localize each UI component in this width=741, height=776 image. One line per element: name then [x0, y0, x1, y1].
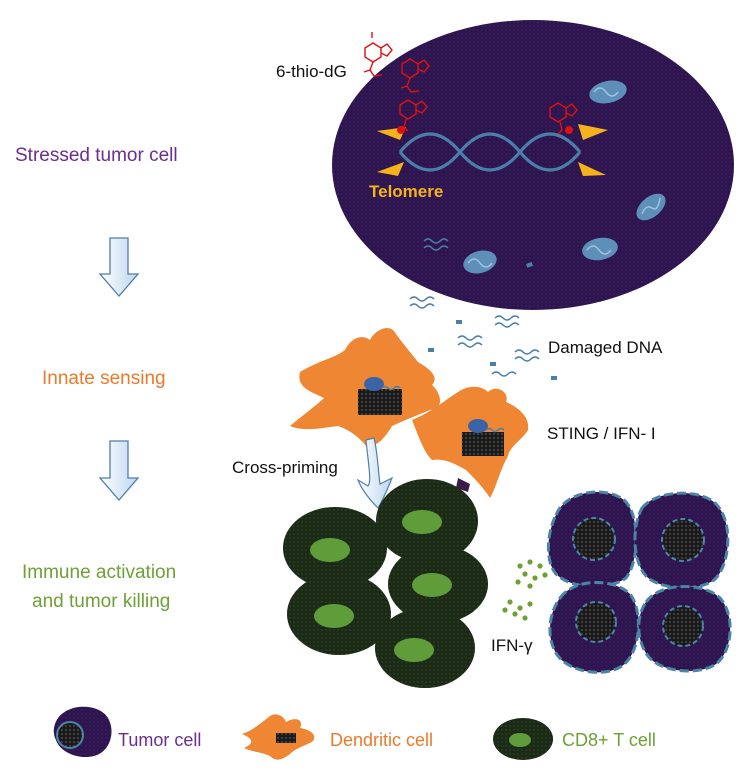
tumor-cell: [548, 581, 640, 674]
label-6-thio-dg: 6-thio-dG: [276, 62, 347, 81]
stressed-tumor-cell: [332, 20, 734, 310]
6-thio-dg-molecule: [400, 58, 430, 93]
legend-tumor-icon: [53, 706, 112, 758]
telomere-cap: [578, 124, 608, 140]
legend-dendritic-icon: [242, 714, 315, 760]
cell-contact: [456, 478, 470, 492]
legend-tcell-icon: [493, 718, 553, 760]
flow-arrow-1: [98, 237, 140, 297]
cross-priming-arrow: [356, 437, 394, 509]
telomere-cap: [578, 162, 606, 176]
cd8-t-cell: [283, 507, 387, 589]
dna-fragment: [428, 348, 434, 352]
legend-dendritic-label: Dendritic cell: [330, 730, 434, 750]
released-dna-fragments: [409, 296, 540, 377]
label-telomere: Telomere: [369, 182, 444, 201]
dna-fragment: [456, 320, 462, 324]
6-thio-dg-molecule: [363, 32, 393, 77]
dendritic-cell: [412, 386, 529, 498]
6-thio-dg-molecule: [549, 102, 578, 135]
step-immune-activation-line1: Immune activation: [22, 562, 177, 583]
step-immune-activation-line2: and tumor killing: [32, 591, 171, 612]
telomere-cap: [377, 162, 404, 176]
flow-arrow-2: [98, 440, 140, 501]
dendritic-cell: [290, 327, 441, 447]
legend-tumor-label: Tumor cell: [118, 730, 202, 750]
mitochondrion: [463, 250, 497, 274]
cd8-t-cell: [376, 479, 478, 563]
dna-fragment: [423, 238, 449, 251]
ifn-gamma-particles: [502, 559, 548, 621]
label-sting-ifn: STING / IFN- I: [547, 424, 656, 443]
cd8-t-cell: [388, 545, 488, 623]
tumor-cell: [633, 491, 730, 590]
telomere-dna-helix: [398, 132, 582, 172]
label-ifn-gamma: IFN-γ: [491, 636, 533, 655]
drug-binding-site: [565, 126, 573, 134]
cd8-t-cell: [375, 608, 475, 688]
drug-binding-site: [397, 126, 405, 134]
label-cross-priming: Cross-priming: [232, 458, 338, 477]
mitochondrion: [582, 237, 618, 261]
step-stressed-tumor-cell: Stressed tumor cell: [15, 145, 178, 166]
tumor-cell: [637, 585, 732, 673]
mitochondrion: [636, 193, 666, 221]
cd8-t-cell: [287, 573, 391, 655]
dna-fragment: [490, 362, 496, 366]
tumor-cell: [546, 490, 638, 589]
legend-tcell-label: CD8+ T cell: [562, 730, 656, 750]
label-damaged-dna: Damaged DNA: [548, 338, 663, 357]
dna-fragment: [551, 376, 557, 380]
step-innate-sensing: Innate sensing: [42, 368, 166, 389]
mitochondrion: [589, 80, 627, 104]
6-thio-dg-molecule: [399, 99, 428, 132]
